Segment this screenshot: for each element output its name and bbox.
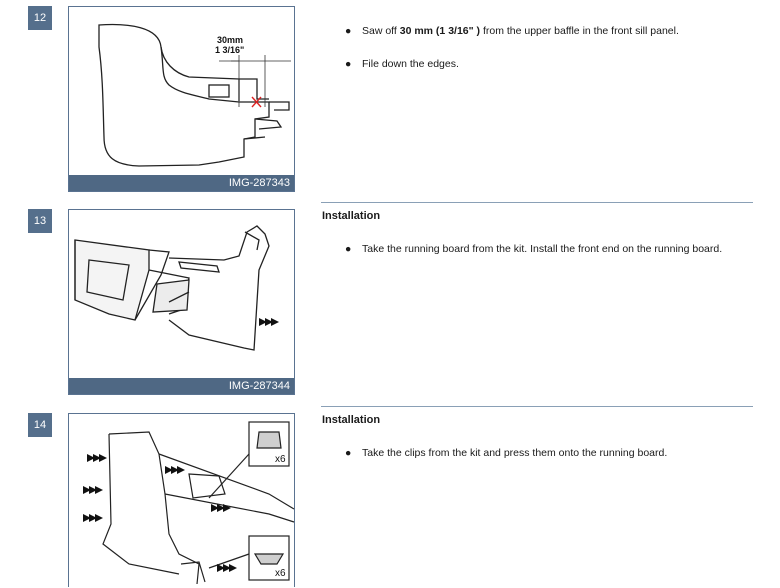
image-caption: IMG-287344 [69,378,294,394]
step-separator [321,406,753,407]
step-illustration: 30mm 1 3/16" IMG-287343 [68,6,295,192]
step-heading: Installation [322,210,381,222]
clip-count-label: x6 [275,568,286,579]
bullet-item: ● Saw off 30 mm (1 3/16" ) from the uppe… [345,25,679,37]
step-number: 14 [28,413,52,437]
bullet-dot: ● [345,447,352,459]
bullet-text: Saw off 30 mm (1 3/16" ) from the upper … [362,25,679,37]
step-heading: Installation [322,414,381,426]
step-illustration: x6 x6 [68,413,295,587]
step-number: 13 [28,209,52,233]
step-separator [321,202,753,203]
image-caption: IMG-287343 [69,175,294,191]
bullet-item: ● File down the edges. [345,58,459,70]
dimension-mm-label: 30mm [217,35,243,45]
clips-drawing: x6 x6 [83,421,295,585]
bullet-dot: ● [345,25,352,37]
bullet-text: Take the running board from the kit. Ins… [362,243,723,255]
bullet-item: ● Take the running board from the kit. I… [345,243,723,255]
bullet-dot: ● [345,58,352,70]
bullet-text: File down the edges. [362,58,459,70]
running-board-drawing [74,225,279,351]
bullet-dot: ● [345,243,352,255]
step-number: 12 [28,6,52,30]
bullet-text: Take the clips from the kit and press th… [362,447,668,459]
sill-panel-drawing: 30mm 1 3/16" [98,23,291,167]
clip-count-label: x6 [275,454,286,465]
step-illustration: IMG-287344 [68,209,295,395]
bullet-item: ● Take the clips from the kit and press … [345,447,668,459]
dimension-inch-label: 1 3/16" [215,45,244,55]
